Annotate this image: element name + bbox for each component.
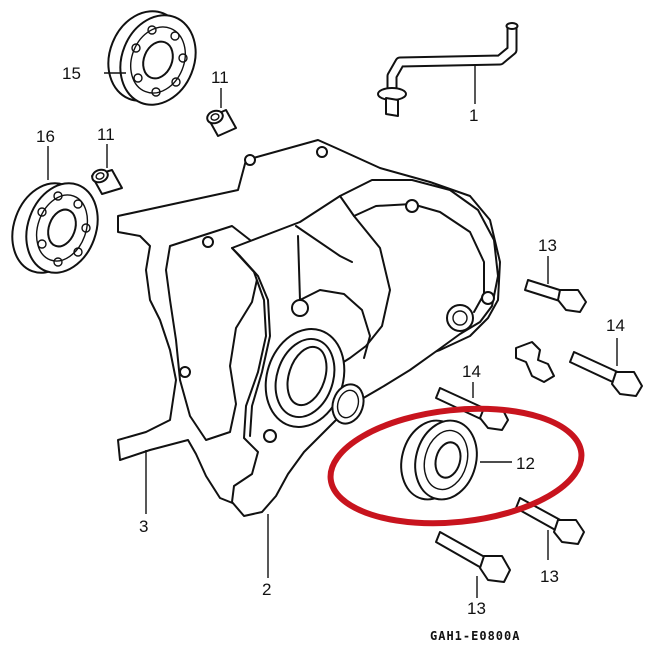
- label-part-12: 12: [516, 454, 535, 473]
- leader-lines: [47, 64, 618, 598]
- bolt-14-right: [569, 351, 643, 397]
- label-part-16: 16: [36, 127, 55, 146]
- label-part-13-right: 13: [540, 567, 559, 586]
- label-part-15: 15: [62, 64, 81, 83]
- bolt-13-bottom: [435, 531, 511, 583]
- drawing-code: GAH1-E0800A: [430, 629, 520, 643]
- bearing-15: [107, 10, 197, 106]
- highlight-circle: [327, 405, 585, 527]
- dowel-pin-lower: [91, 168, 123, 195]
- oil-seal-12: [400, 419, 478, 501]
- label-part-3: 3: [139, 517, 148, 536]
- label-part-11-lower: 11: [97, 125, 115, 144]
- bolt-13-upper: [524, 279, 587, 313]
- label-part-14-center: 14: [462, 362, 481, 381]
- bearing-16: [11, 182, 99, 274]
- label-part-1: 1: [469, 106, 478, 125]
- label-part-14-right: 14: [606, 316, 625, 335]
- label-part-11-upper: 11: [211, 68, 229, 87]
- dowel-pin-upper: [206, 109, 237, 137]
- label-part-13-upper: 13: [538, 236, 557, 255]
- crankcase-cover: [231, 179, 499, 517]
- breather-pipe: [377, 22, 519, 117]
- nut-fitting: [515, 341, 555, 383]
- label-part-2: 2: [262, 580, 271, 599]
- label-part-13-bottom: 13: [467, 599, 486, 618]
